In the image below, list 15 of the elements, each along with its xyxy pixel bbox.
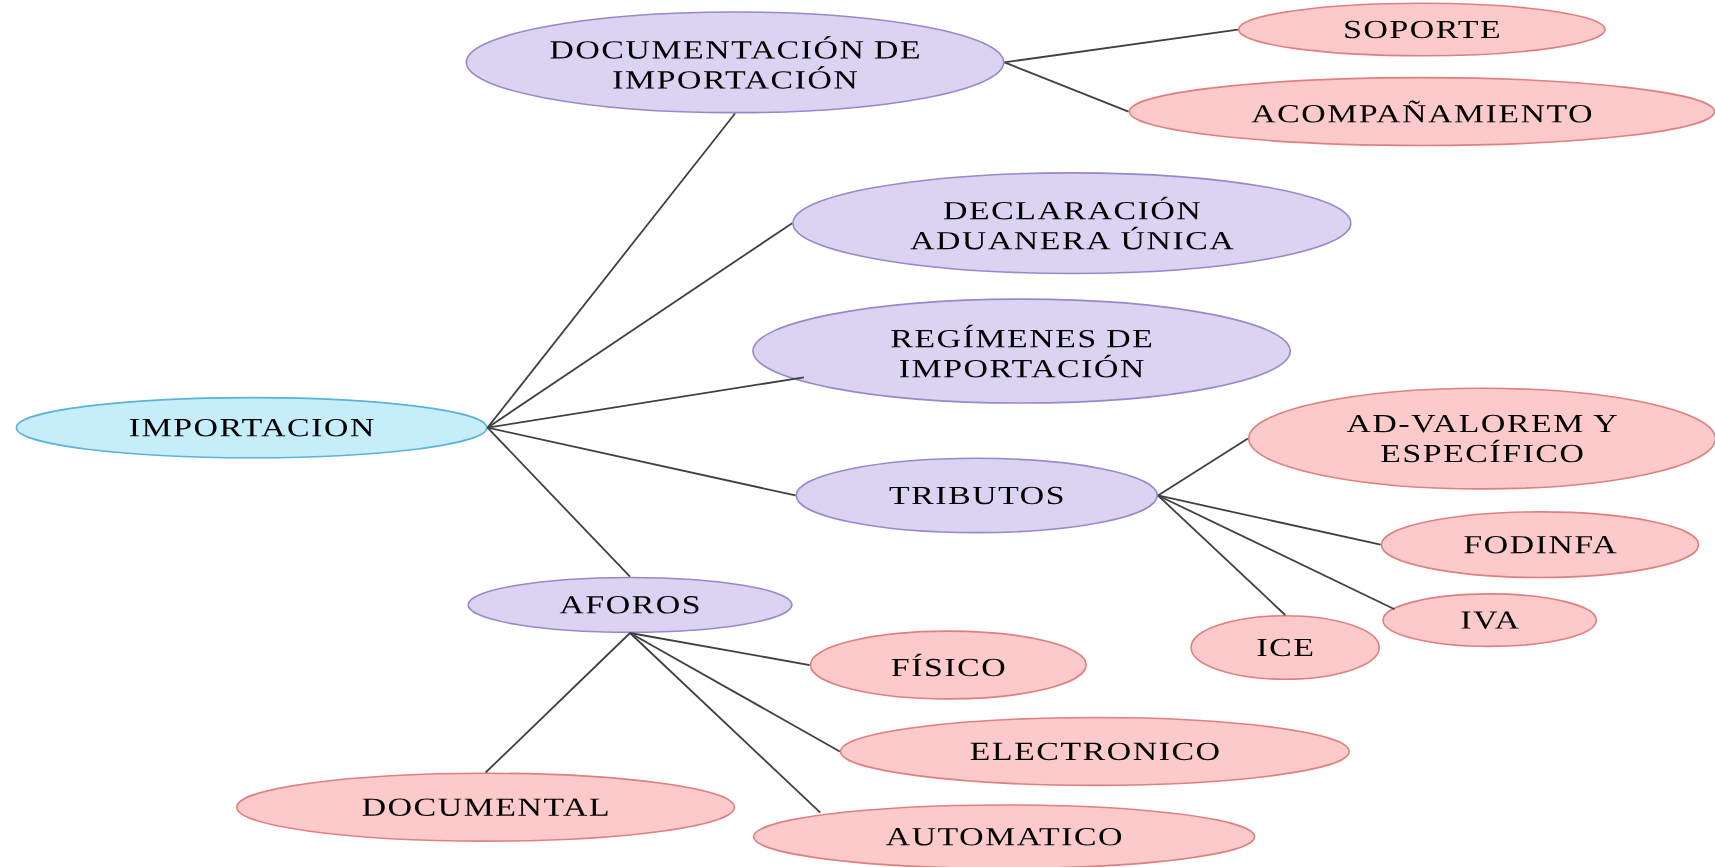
- connector-line: [486, 222, 794, 429]
- connector-line: [1157, 494, 1382, 546]
- connector-line: [629, 631, 811, 666]
- connector-line: [1003, 28, 1239, 64]
- connector-line: [1157, 494, 1396, 610]
- connector-line: [1157, 437, 1249, 497]
- connector-line: [486, 426, 631, 578]
- connector-line: [1157, 494, 1287, 616]
- connector-line: [486, 112, 736, 429]
- connector-line: [629, 631, 822, 814]
- connector-line: [484, 631, 631, 774]
- connector-line: [1003, 61, 1130, 113]
- connector-line: [486, 426, 797, 497]
- connector-line: [486, 376, 805, 429]
- connector-line: [629, 631, 841, 753]
